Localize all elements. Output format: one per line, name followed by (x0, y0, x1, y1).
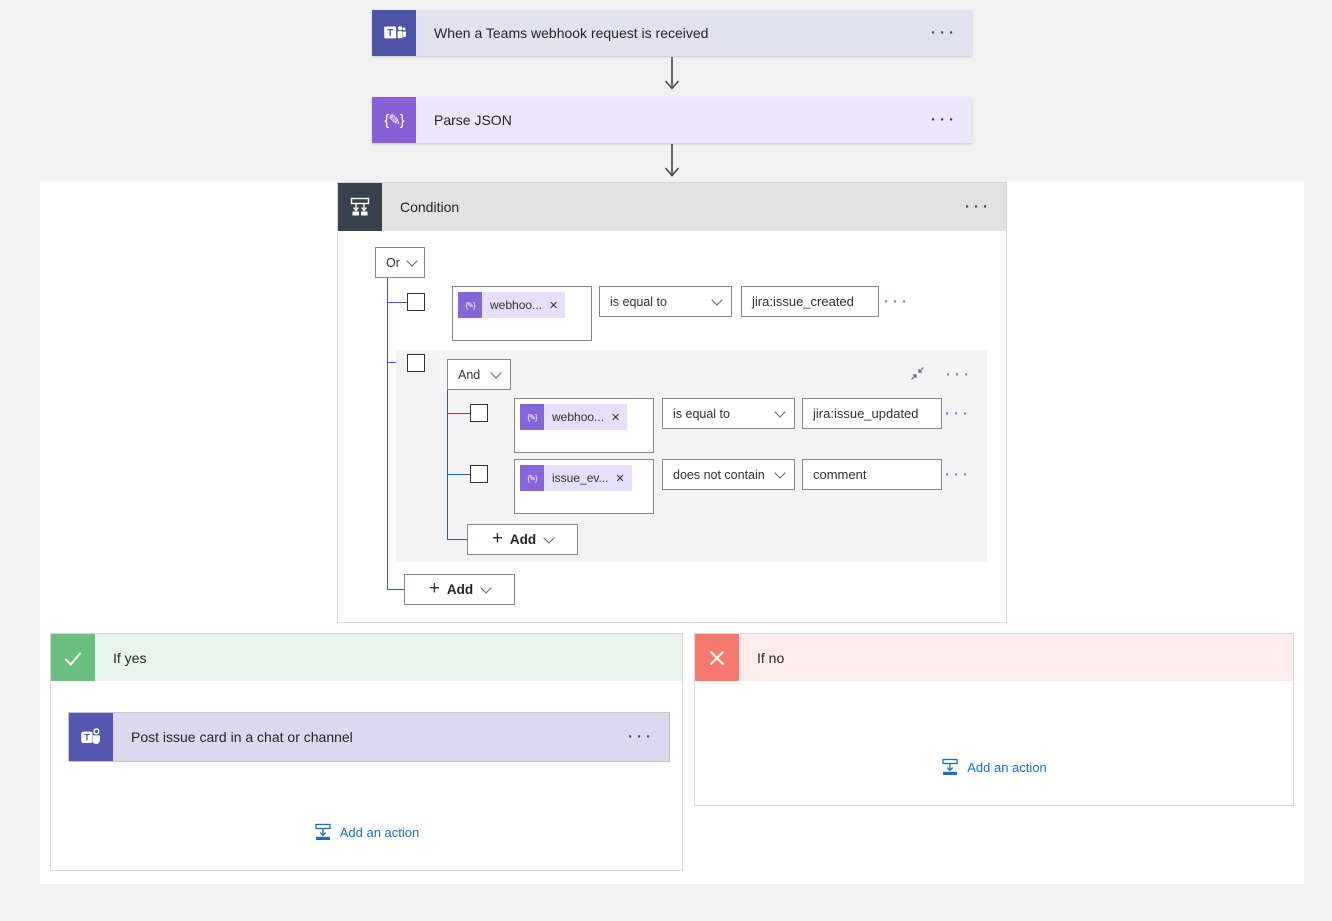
cross-icon (695, 634, 739, 681)
row-operator-value: is equal to (673, 406, 730, 421)
parse-json-menu-icon[interactable]: ··· (931, 111, 958, 129)
tree-line (387, 589, 404, 590)
group-menu-icon[interactable]: ··· (946, 366, 973, 384)
chevron-down-icon (406, 254, 418, 267)
chevron-down-icon (774, 466, 786, 479)
add-button-label: Add (446, 582, 474, 597)
token-pill[interactable]: {✎} webhoo... ✕ (520, 404, 628, 430)
condition-header[interactable]: Condition ··· (338, 183, 1006, 231)
connector-arrow (664, 144, 680, 177)
token-pill[interactable]: {✎} webhoo... ✕ (458, 292, 566, 318)
parse-json-icon: {✎} (372, 97, 416, 143)
condition-title: Condition (400, 199, 460, 215)
post-issue-card[interactable]: T Post issue card in a chat or channel ·… (68, 712, 670, 762)
close-icon[interactable]: ✕ (549, 299, 559, 312)
condition-icon (338, 183, 382, 231)
if-no-header: If no (695, 634, 1293, 681)
token-pill[interactable]: {✎} issue_ev... ✕ (520, 465, 632, 491)
token-label: issue_ev... (552, 471, 609, 485)
group-operator-dropdown[interactable]: And (447, 359, 511, 390)
row-checkbox[interactable] (407, 293, 425, 311)
tree-line (387, 302, 407, 303)
tree-line (447, 474, 470, 475)
row-menu-icon[interactable]: ··· (945, 405, 972, 423)
row-operator-dropdown[interactable]: is equal to (662, 398, 795, 429)
row-token-field[interactable]: {✎} issue_ev... ✕ (514, 459, 654, 514)
row-value-field[interactable]: jira:issue_updated (802, 398, 942, 429)
close-icon[interactable]: ✕ (611, 411, 621, 424)
condition-menu-icon[interactable]: ··· (965, 198, 992, 216)
token-label: webhoo... (552, 410, 605, 424)
teams-icon: T (69, 713, 113, 761)
row-checkbox[interactable] (470, 465, 488, 483)
trigger-title: When a Teams webhook request is received (434, 25, 709, 41)
teams-icon: T (372, 10, 416, 56)
row-value-field[interactable]: jira:issue_created (741, 286, 879, 317)
group-checkbox[interactable] (407, 354, 425, 372)
token-label: webhoo... (490, 298, 543, 312)
close-icon[interactable]: ✕ (615, 472, 625, 485)
if-yes-title: If yes (113, 649, 147, 666)
json-token-icon: {✎} (520, 404, 544, 430)
parse-json-card[interactable]: {✎} Parse JSON ··· (372, 97, 972, 143)
svg-text:T: T (84, 732, 90, 742)
condition-card: Condition ··· Or {✎} webhoo... ✕ is equa… (337, 182, 1007, 623)
condition-add-button[interactable]: + Add (404, 574, 515, 605)
chevron-down-icon (774, 405, 786, 418)
if-yes-add-action-link[interactable]: Add an action (51, 823, 682, 841)
chevron-down-icon (490, 366, 502, 379)
if-no-branch: If no Add an action (694, 633, 1294, 806)
condition-group-panel: And ··· {✎} web (396, 350, 987, 562)
if-no-title: If no (757, 649, 785, 666)
collapse-icon[interactable] (910, 366, 925, 381)
row-operator-value: does not contain (673, 467, 765, 482)
if-yes-branch: If yes T Post issue card in a chat or ch… (50, 633, 683, 871)
row-operator-dropdown[interactable]: does not contain (662, 459, 795, 490)
add-action-label: Add an action (967, 759, 1047, 775)
post-issue-menu-icon[interactable]: ··· (628, 728, 655, 746)
chevron-down-icon (480, 581, 492, 594)
tree-line (447, 539, 467, 540)
add-action-label: Add an action (339, 824, 420, 840)
tree-line (447, 413, 470, 414)
row-operator-value: is equal to (610, 294, 667, 309)
if-no-add-action-link[interactable]: Add an action (695, 758, 1293, 776)
json-token-icon: {✎} (520, 465, 544, 491)
plus-icon: + (428, 578, 440, 599)
tree-line (447, 390, 448, 540)
check-icon (51, 634, 95, 681)
json-token-icon: {✎} (458, 292, 482, 318)
group-add-button[interactable]: + Add (467, 524, 578, 555)
row-token-field[interactable]: {✎} webhoo... ✕ (514, 398, 654, 453)
if-yes-header: If yes (51, 634, 682, 681)
trigger-menu-icon[interactable]: ··· (931, 24, 958, 42)
svg-text:T: T (387, 28, 393, 39)
row-operator-dropdown[interactable]: is equal to (599, 286, 732, 317)
row-token-field[interactable]: {✎} webhoo... ✕ (452, 286, 592, 341)
add-button-label: Add (509, 532, 537, 547)
tree-line (387, 278, 388, 589)
insert-step-icon (315, 823, 331, 840)
row-menu-icon[interactable]: ··· (945, 466, 972, 484)
trigger-card[interactable]: T When a Teams webhook request is receiv… (372, 10, 972, 56)
row-menu-icon[interactable]: ··· (884, 293, 911, 311)
insert-step-icon (942, 758, 958, 775)
parse-json-title: Parse JSON (434, 112, 512, 128)
outer-operator-value: Or (386, 255, 400, 270)
group-operator-value: And (458, 367, 481, 382)
outer-operator-dropdown[interactable]: Or (375, 247, 425, 278)
post-issue-title: Post issue card in a chat or channel (131, 729, 353, 745)
connector-arrow (664, 57, 680, 90)
row-value-field[interactable]: comment (802, 459, 942, 490)
row-checkbox[interactable] (470, 404, 488, 422)
plus-icon: + (491, 528, 503, 549)
chevron-down-icon (711, 293, 723, 306)
chevron-down-icon (543, 531, 555, 544)
